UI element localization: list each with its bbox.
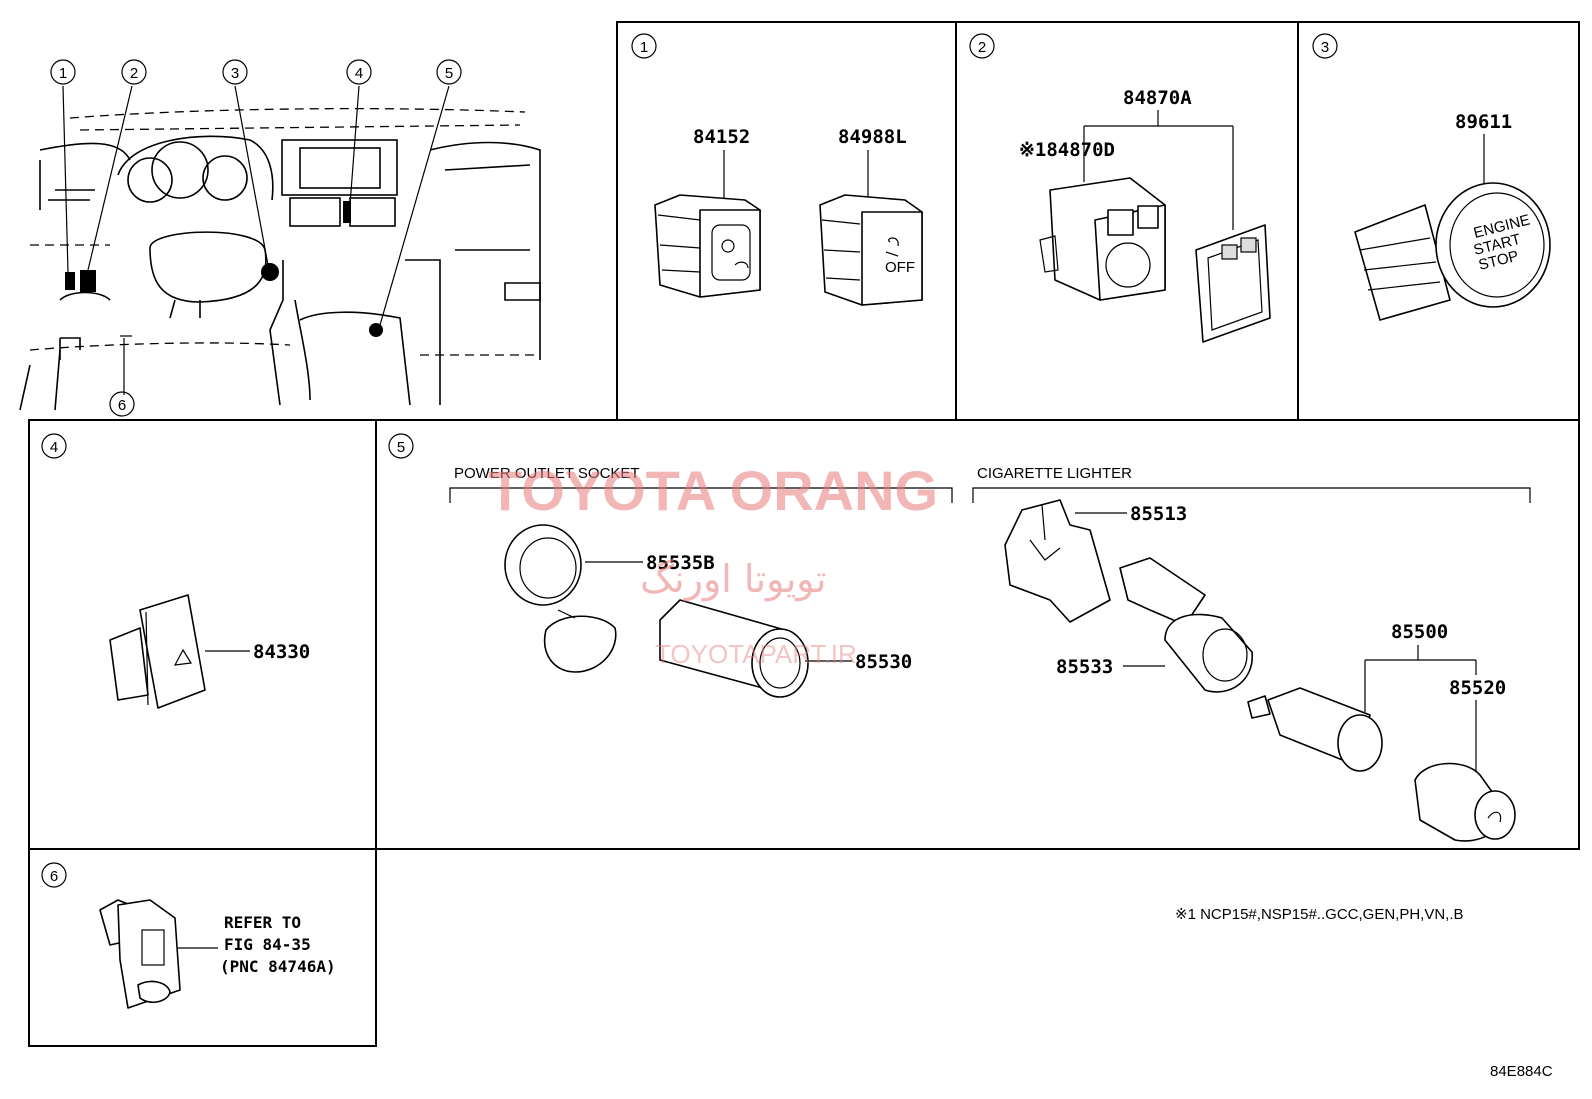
part-85513: 85513	[1130, 503, 1187, 525]
panel-frames	[28, 21, 1580, 1047]
panel-4: 4 84330	[41, 433, 310, 709]
refer-line-3: (PNC 84746A)	[220, 957, 336, 976]
callout-6: 6	[118, 397, 126, 414]
part-85535B: 85535B	[646, 552, 715, 574]
mirror-switch-84870D-drawing	[1039, 177, 1166, 301]
part-85520: 85520	[1449, 677, 1506, 699]
part-84152: 84152	[693, 126, 750, 148]
refer-line-1: REFER TO	[224, 913, 301, 932]
part-85500: 85500	[1391, 621, 1448, 643]
part-84988L: 84988L	[838, 126, 907, 148]
panel-6-number: 6	[50, 868, 58, 885]
panel-3-number: 3	[1321, 39, 1329, 56]
callout-5: 5	[445, 65, 453, 82]
panel-2-number: 2	[978, 39, 986, 56]
watermark-latin: TOYOTA ORANG	[488, 459, 938, 522]
lighter-socket-85533-drawing	[1119, 557, 1253, 693]
cigarette-lighter-title: CIGARETTE LIGHTER	[977, 465, 1132, 482]
callout-2: 2	[130, 65, 138, 82]
part-85530: 85530	[855, 651, 912, 673]
off-label: OFF	[885, 259, 915, 276]
part-89611: 89611	[1455, 111, 1512, 133]
panel-3: 3 89611 ENGINE START STOP	[1312, 33, 1551, 321]
mirror-switch-84152-drawing	[654, 194, 761, 298]
panel-4-number: 4	[50, 439, 58, 456]
panel-2: 2 84870A ※184870D	[969, 33, 1271, 343]
diagram-code: 84E884C	[1490, 1063, 1553, 1080]
callout-3: 3	[231, 65, 239, 82]
callout-1: 1	[59, 65, 67, 82]
power-outlet-title: POWER OUTLET SOCKET	[454, 465, 640, 482]
dashboard-overview	[19, 85, 541, 411]
switch-6-drawing	[99, 899, 181, 1009]
panel-1-number: 1	[640, 39, 648, 56]
lighter-assembly-85500-drawing	[1247, 687, 1383, 772]
panel-1: 1 84152 84988L OFF	[631, 33, 923, 306]
watermark: TOYOTA ORANG تویوتا اورنگ TOYOTAPART.IR	[488, 459, 938, 669]
callout-4: 4	[355, 65, 363, 82]
part-84870D: ※184870D	[1019, 139, 1115, 161]
part-84330: 84330	[253, 641, 310, 663]
panel-6: 6 REFER TO FIG 84-35 (PNC 84746A)	[41, 862, 336, 1009]
panel-5-number: 5	[397, 439, 405, 456]
watermark-persian: تویوتا اورنگ	[640, 557, 827, 602]
panel-5: 5 POWER OUTLET SOCKET CIGARETTE LIGHTER …	[388, 433, 1531, 842]
overview-callouts: 1 2 3 4 5 6	[50, 59, 462, 417]
switch-bezel-drawing	[1195, 224, 1271, 343]
engine-start-button-drawing: ENGINE START STOP	[1354, 182, 1551, 321]
outlet-socket-85535B-drawing	[504, 524, 617, 673]
part-85533: 85533	[1056, 656, 1113, 678]
vsc-off-switch-84988L-drawing: OFF	[819, 194, 923, 306]
outlet-body-85530-drawing	[659, 599, 809, 698]
footnote: ※1 NCP15#,NSP15#..GCC,GEN,PH,VN,.B	[1175, 906, 1464, 923]
refer-line-2: FIG 84-35	[224, 935, 311, 954]
hazard-switch-84330-drawing	[109, 594, 206, 709]
lighter-holder-85513-drawing	[1004, 499, 1111, 623]
watermark-site: TOYOTAPART.IR	[655, 639, 857, 669]
lighter-plug-85520-drawing	[1414, 762, 1516, 842]
part-84870A: 84870A	[1123, 87, 1192, 109]
